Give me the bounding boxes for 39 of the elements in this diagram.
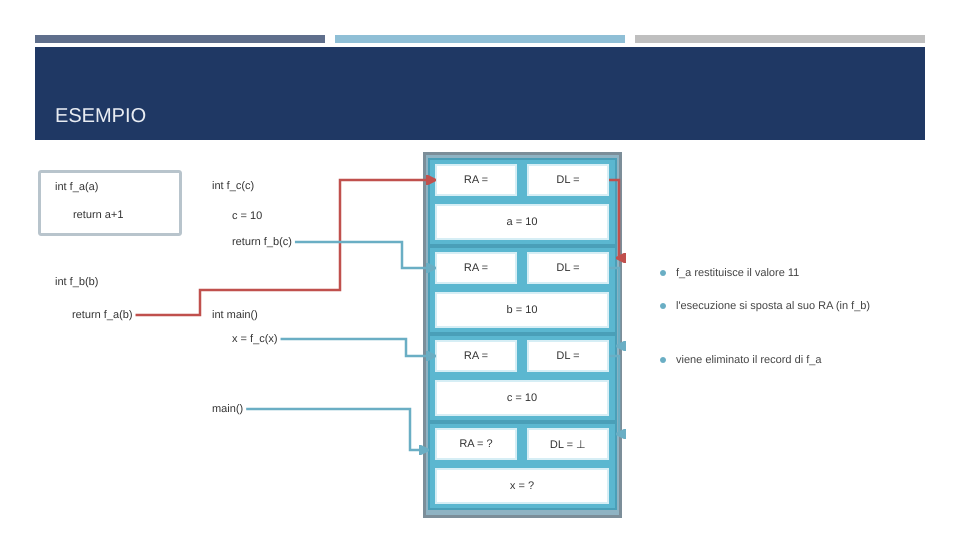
bullet-text: viene eliminato il record di f_a <box>676 353 822 368</box>
code-line: x = f_c(x) <box>232 333 278 345</box>
arrow <box>246 408 430 456</box>
stack-cell: x = ? <box>435 468 609 504</box>
stack-cell: a = 10 <box>435 204 609 240</box>
arrow <box>609 266 627 352</box>
arrow <box>136 174 437 316</box>
bullet-text: l'esecuzione si sposta al suo RA (in f_b) <box>676 299 870 314</box>
stack-cell: RA = <box>435 164 517 196</box>
stack-cell: RA = ? <box>435 428 517 460</box>
code-line: c = 10 <box>232 210 262 222</box>
activation-record <box>428 334 617 422</box>
activation-record <box>428 422 617 510</box>
arrow <box>609 354 627 440</box>
stack-cell: DL = <box>527 164 609 196</box>
stack-cell: b = 10 <box>435 292 609 328</box>
slide-title: ESEMPIO <box>55 105 146 128</box>
stack-cell: DL = <box>527 340 609 372</box>
code-line: return f_b(c) <box>232 236 292 248</box>
code-box <box>38 170 182 236</box>
code-line: return a+1 <box>73 209 124 221</box>
code-line: int f_b(b) <box>55 276 98 288</box>
arrow <box>609 178 627 264</box>
code-line: main() <box>212 403 244 415</box>
stack-frame <box>423 152 622 518</box>
code-line: int main() <box>212 309 258 321</box>
activation-record <box>428 158 617 246</box>
stack-cell: c = 10 <box>435 380 609 416</box>
stack-cell: DL = ⊥ <box>527 428 609 460</box>
code-line: return f_a(b) <box>72 309 133 321</box>
code-line: int f_c(c) <box>212 180 254 192</box>
stack-cell: DL = <box>527 252 609 284</box>
bullet-text: f_a restituisce il valore 11 <box>676 266 800 281</box>
arrow <box>280 338 437 362</box>
stack-cell: RA = <box>435 252 517 284</box>
arrow <box>294 240 437 274</box>
code-line: int f_a(a) <box>55 181 98 193</box>
activation-record <box>428 246 617 334</box>
stack-cell: RA = <box>435 340 517 372</box>
